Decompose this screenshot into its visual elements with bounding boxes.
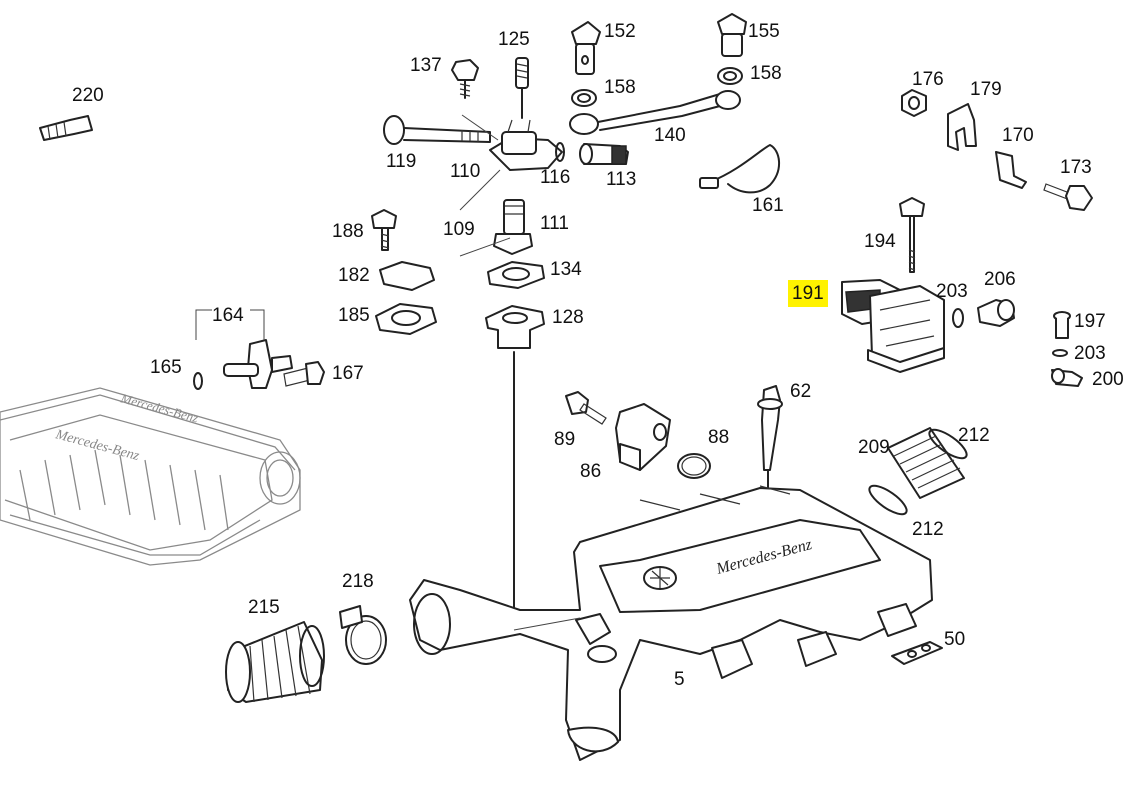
part-170[interactable] <box>995 151 1027 189</box>
part-212-lower[interactable] <box>865 481 910 519</box>
label-170: 170 <box>1002 125 1034 146</box>
label-86: 86 <box>580 461 602 482</box>
label-167: 167 <box>332 363 364 384</box>
label-116: 116 <box>540 167 571 188</box>
label-152: 152 <box>604 21 636 42</box>
label-206: 206 <box>984 269 1016 290</box>
label-119: 119 <box>386 151 417 172</box>
part-197[interactable] <box>1053 311 1071 339</box>
label-220: 220 <box>72 85 104 106</box>
part-5-intake-manifold[interactable]: Mercedes-Benz <box>409 485 933 761</box>
part-128[interactable] <box>485 305 545 349</box>
label-191-highlight: 191 <box>788 280 828 307</box>
label-158-left: 158 <box>604 77 636 98</box>
label-161: 161 <box>752 195 784 216</box>
label-113: 113 <box>606 169 637 190</box>
part-165[interactable] <box>193 372 203 390</box>
part-203-lower[interactable] <box>1052 349 1068 357</box>
label-209: 209 <box>858 437 890 458</box>
star-emblem <box>643 566 677 590</box>
label-5: 5 <box>674 669 685 690</box>
part-185[interactable] <box>375 303 437 335</box>
label-125: 125 <box>498 29 530 50</box>
bracket-164 <box>195 309 265 340</box>
label-158-right: 158 <box>750 63 782 84</box>
part-134[interactable] <box>487 261 545 289</box>
label-203-lower: 203 <box>1074 343 1106 364</box>
cover-brand-text-upper: Mercedes-Benz <box>118 390 200 425</box>
part-164[interactable] <box>223 339 293 389</box>
part-158-upper[interactable] <box>571 89 597 107</box>
part-161[interactable] <box>699 144 780 194</box>
part-88[interactable] <box>677 453 711 479</box>
label-164: 164 <box>212 305 244 326</box>
part-137[interactable] <box>451 59 479 99</box>
lead-110-109 <box>459 169 501 211</box>
label-179: 179 <box>970 79 1002 100</box>
label-194: 194 <box>864 231 896 252</box>
part-113[interactable] <box>579 143 629 165</box>
label-62: 62 <box>790 381 812 402</box>
label-212-upper: 212 <box>958 425 990 446</box>
part-173[interactable] <box>1043 183 1093 211</box>
part-167[interactable] <box>283 361 325 387</box>
part-116[interactable] <box>555 142 565 162</box>
label-110: 110 <box>450 161 481 182</box>
part-152[interactable] <box>571 21 601 75</box>
label-155: 155 <box>748 21 780 42</box>
label-128: 128 <box>552 307 584 328</box>
part-203-upper[interactable] <box>952 308 964 328</box>
part-220[interactable] <box>39 115 93 141</box>
label-197: 197 <box>1074 311 1106 332</box>
part-125[interactable] <box>515 57 529 119</box>
part-206[interactable] <box>977 299 1015 327</box>
part-140[interactable] <box>569 90 741 135</box>
label-188: 188 <box>332 221 364 242</box>
part-209[interactable] <box>887 427 965 499</box>
part-62[interactable] <box>757 385 783 491</box>
part-200[interactable] <box>1051 368 1083 387</box>
part-158-right[interactable] <box>717 67 743 85</box>
part-119[interactable] <box>383 115 491 145</box>
label-111: 111 <box>540 213 569 234</box>
label-203-upper: 203 <box>936 281 968 302</box>
part-194[interactable] <box>899 197 925 273</box>
label-109: 109 <box>443 219 475 240</box>
label-173: 173 <box>1060 157 1092 178</box>
part-176[interactable] <box>901 89 927 117</box>
part-179[interactable] <box>947 103 977 151</box>
label-50: 50 <box>944 629 966 650</box>
part-191[interactable] <box>841 279 945 373</box>
label-215: 215 <box>248 597 280 618</box>
label-191: 191 <box>788 280 828 307</box>
part-89[interactable] <box>565 391 607 425</box>
label-218: 218 <box>342 571 374 592</box>
part-188[interactable] <box>371 209 397 251</box>
lead-128-manifold <box>513 617 581 631</box>
part-212-upper[interactable] <box>925 425 970 463</box>
label-200: 200 <box>1092 369 1124 390</box>
air-filter-housing[interactable]: Mercedes-Benz Mercedes-Benz <box>0 387 301 566</box>
label-182: 182 <box>338 265 370 286</box>
label-176: 176 <box>912 69 944 90</box>
part-86[interactable] <box>615 403 671 471</box>
label-137: 137 <box>410 55 442 76</box>
label-89: 89 <box>554 429 576 450</box>
part-215[interactable] <box>225 621 325 703</box>
part-50[interactable] <box>891 641 943 665</box>
lead-109 <box>459 237 511 257</box>
part-111[interactable] <box>493 199 533 255</box>
label-165: 165 <box>150 357 182 378</box>
label-185: 185 <box>338 305 370 326</box>
label-134: 134 <box>550 259 582 280</box>
part-110[interactable] <box>461 114 563 171</box>
label-140: 140 <box>654 125 686 146</box>
part-155[interactable] <box>717 13 747 57</box>
part-218[interactable] <box>339 605 387 665</box>
label-212-lower: 212 <box>912 519 944 540</box>
part-182[interactable] <box>379 261 435 291</box>
label-88: 88 <box>708 427 730 448</box>
